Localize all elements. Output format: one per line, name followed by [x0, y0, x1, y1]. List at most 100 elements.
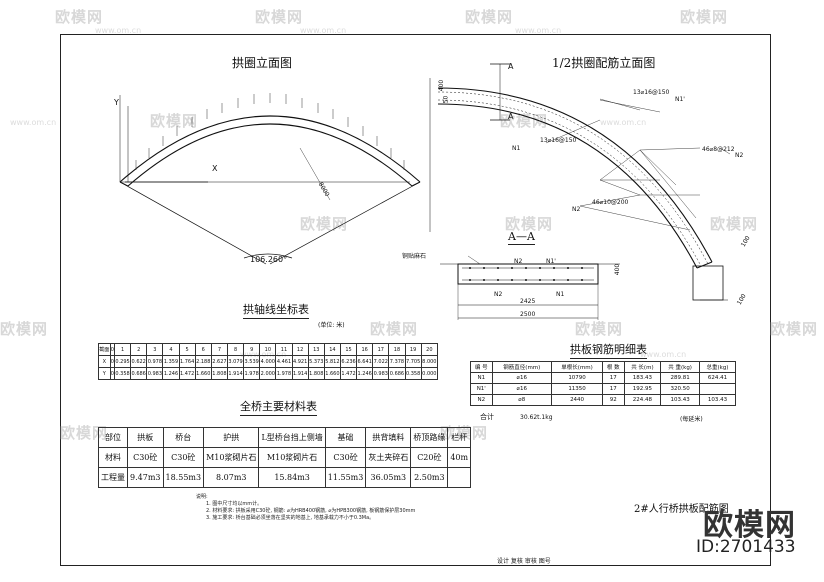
- note-item: 2. 材料要求: 拱板采用C30砼, 钢筋: ⌀为HRB400钢筋, ⌀为HPB…: [206, 508, 416, 514]
- material-table-cell: 36.05m3: [365, 467, 412, 488]
- coord-table-cell: 0.358: [404, 367, 422, 380]
- coord-table-cell: 6: [194, 343, 212, 356]
- coord-table-cell: 3.079: [226, 355, 245, 368]
- steel-table-cell: ⌀8: [491, 394, 553, 406]
- coord-table-cell: X: [98, 355, 111, 368]
- coord-table-cell: 6.641: [356, 355, 374, 368]
- material-table-title: 全桥主要材料表: [240, 398, 317, 416]
- coord-table-cell: 2.188: [194, 355, 212, 368]
- steel-total-value: 30.62t.1kg: [520, 414, 553, 421]
- rebar-label-c: 46⌀8@212: [702, 146, 735, 153]
- axis-x-label: X: [212, 164, 218, 173]
- drawing-title: 2#人行桥拱板配筋图: [634, 504, 729, 515]
- coord-table-cell: 0: [109, 367, 116, 380]
- material-table-cell: 桥顶路缘: [410, 427, 449, 448]
- steel-table-cell: ⌀16: [491, 383, 553, 395]
- arch-elevation-title: 拱圈立面图: [232, 56, 293, 70]
- section-n2-bottom: N2: [494, 291, 503, 298]
- steel-table-cell: N1: [470, 372, 493, 384]
- steel-table-cell: 单根长(mm): [551, 361, 604, 373]
- rebar-n2: N2: [735, 152, 744, 159]
- coord-table-cell: 1.246: [356, 367, 374, 380]
- steel-table-cell: 224.48: [623, 394, 662, 406]
- coord-table-cell: 1.808: [210, 367, 228, 380]
- section-dim-inner: 2425: [520, 298, 536, 305]
- steel-table-cell: [698, 383, 737, 395]
- steel-table-cell: ⌀16: [491, 372, 553, 384]
- material-table-cell: M10浆砌片石: [258, 447, 326, 468]
- coord-table-cell: 14: [323, 343, 341, 356]
- coord-table-cell: 11: [275, 343, 293, 356]
- material-table-cell: 材料: [98, 447, 128, 468]
- material-table-cell: C30砼: [162, 447, 205, 468]
- note-item: 3. 施工要求: 桥台基础必须坐落在坚实的地基上, 地基承载力不小于0.3Ma。: [206, 515, 375, 521]
- coord-table-cell: 1.246: [162, 367, 180, 380]
- rebar-n1: N1: [512, 145, 521, 152]
- coord-table-cell: 20: [420, 343, 439, 356]
- section-mark-bottom: A: [508, 112, 514, 121]
- coord-table-cell: 2.000: [259, 367, 277, 380]
- steel-table-cell: 92: [602, 394, 625, 406]
- steel-table-cell: 共 重(kg): [660, 361, 700, 373]
- note-item: 1. 图中尺寸均以mm计。: [206, 501, 263, 507]
- section-dim-outer: 2500: [520, 311, 536, 318]
- coord-table-cell: 1.978: [243, 367, 261, 380]
- material-table-cell: 2.50m3: [410, 467, 449, 488]
- coord-table-cell: 3.539: [243, 355, 261, 368]
- coord-table-cell: 12: [291, 343, 309, 356]
- section-mark-top: A: [508, 62, 514, 71]
- watermark-url: www.om.cn: [600, 118, 647, 127]
- steel-table-cell: N1': [470, 383, 493, 395]
- watermark-url: www.om.cn: [515, 26, 562, 35]
- arch-angle-label: 106.260°: [250, 255, 288, 264]
- rebar-dim-side: 50: [442, 95, 450, 104]
- brand-id: ID:2701433: [696, 537, 796, 557]
- section-dots: [469, 267, 583, 281]
- coord-table-cell: 0.295: [113, 355, 132, 368]
- coord-table-cell: 4: [162, 343, 180, 356]
- coord-table-cell: 5.812: [323, 355, 341, 368]
- section-aa-title: A—A: [508, 230, 535, 245]
- rebar-label-a: 13⌀16@150: [633, 89, 670, 96]
- drawing-frame: [60, 34, 771, 566]
- coord-table-cell: 1.359: [162, 355, 180, 368]
- half-rebar-title: 1/2拱圈配筋立面图: [552, 56, 656, 70]
- rebar-n1b: N1': [675, 96, 685, 103]
- material-table-cell: 9.47m3: [127, 467, 164, 488]
- material-table-cell: 拱板: [127, 427, 164, 448]
- coord-table-cell: 0.978: [146, 355, 164, 368]
- steel-table-cell: 103.43: [698, 394, 737, 406]
- steel-table-cell: 624.41: [698, 372, 737, 384]
- coord-table-cell: 2: [130, 343, 148, 356]
- coord-table-cell: 4.461: [275, 355, 293, 368]
- coord-table-cell: 1.808: [307, 367, 325, 380]
- coord-table-cell: 0.000: [420, 367, 439, 380]
- steel-table-cell: 根 数: [602, 361, 625, 373]
- material-table-cell: L型桥台挡上侧墙: [258, 427, 326, 448]
- coord-table-cell: 1.914: [226, 367, 245, 380]
- coord-table-cell: 1.472: [178, 367, 196, 380]
- material-table-cell: 15.84m3: [258, 467, 326, 488]
- steel-table-cell: 2440: [551, 394, 604, 406]
- section-n1b: N1': [546, 258, 556, 265]
- material-table-cell: 工程量: [98, 467, 128, 488]
- steel-table-cell: 10790: [551, 372, 604, 384]
- steel-table-cell: 183.43: [623, 372, 662, 384]
- steel-table-row: 编 号钢筋直径(mm)单根长(mm)根 数共 长(m)共 重(kg)总重(kg): [470, 361, 737, 373]
- steel-table-cell: 17: [602, 383, 625, 395]
- watermark-url: www.om.cn: [640, 350, 687, 359]
- material-table-cell: 栏杆: [447, 427, 472, 448]
- steel-table-cell: 192.95: [623, 383, 662, 395]
- coord-table-cell: 1.764: [178, 355, 196, 368]
- section-aa-drawing: [440, 255, 620, 320]
- material-table-cell: C30砼: [324, 447, 367, 468]
- coord-table-cell: 1.472: [339, 367, 358, 380]
- rebar-label-b: 13⌀16@150: [540, 137, 577, 144]
- coord-table-cell: 17: [372, 343, 390, 356]
- coord-table-cell: 8.000: [420, 355, 439, 368]
- steel-table-cell: 总重(kg): [698, 361, 737, 373]
